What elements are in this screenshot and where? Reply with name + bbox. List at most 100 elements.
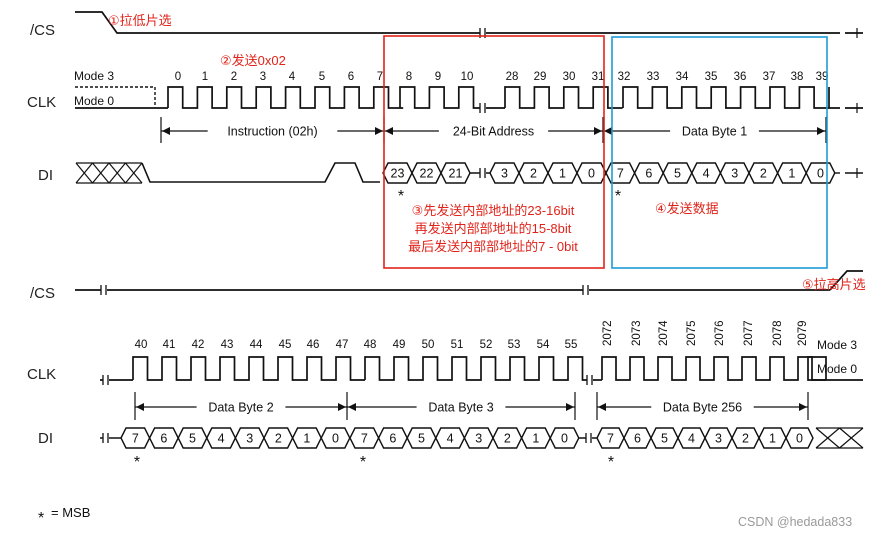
annotation-address-line1: ③先发送内部地址的23-16bit [412, 203, 575, 218]
span-instruction-arrow-left [162, 127, 170, 135]
di-data256-bit-1-text: 6 [634, 432, 641, 446]
clk-top-label-7: 7 [377, 71, 383, 83]
clk-bottom-label-2072: 2072 [602, 320, 614, 346]
clk-bottom-label-2078: 2078 [772, 320, 784, 346]
di-data3-bit-2-text: 5 [418, 432, 425, 446]
cs-bottom-break-1-mask [101, 284, 107, 296]
clk-bottom-label-41: 41 [163, 339, 176, 351]
span-data-byte-3-label: Data Byte 3 [428, 401, 493, 415]
clk-top-label-9: 9 [435, 71, 441, 83]
span-data-byte-256-label: Data Byte 256 [663, 401, 742, 415]
di-data2-bit-5-text: 2 [275, 432, 282, 446]
di-label-top: DI [38, 167, 53, 184]
di-data1-bit-2-text: 5 [674, 167, 681, 181]
clk-top-label-10: 10 [461, 71, 474, 83]
clk-bottom-label-47: 47 [336, 339, 349, 351]
msb-star-data1: * [615, 188, 621, 205]
di-bit-0-text: 0 [588, 167, 595, 181]
span-data-byte-1-label-bg [670, 123, 759, 139]
di-label-bottom: DI [38, 430, 53, 447]
span-instruction-label: Instruction (02h) [227, 125, 317, 139]
clk-top-train-c [504, 86, 623, 109]
di-top-dont-care-2-b [108, 162, 126, 184]
span-data-byte-2-label: Data Byte 2 [208, 401, 273, 415]
di-data256-bit-2-text: 5 [661, 432, 668, 446]
di-top-idle [141, 162, 380, 183]
clk-top-label-31: 31 [592, 71, 605, 83]
cs-label-top: /CS [30, 22, 55, 39]
clk-bottom-label-40: 40 [135, 339, 148, 351]
clk-bottom-label-43: 43 [221, 339, 234, 351]
span-data-byte-2-label-bg [196, 399, 286, 415]
span-address-label-bg [438, 123, 549, 139]
annotation-send-data: ④发送数据 [655, 201, 719, 216]
clk-bottom-label-49: 49 [393, 339, 406, 351]
di-data2-bit-1-text: 6 [160, 432, 167, 446]
cs-bottom-break-2 [582, 284, 589, 296]
cs-bottom-break-1 [100, 284, 107, 296]
di-data3-bit-4-text: 3 [475, 432, 482, 446]
di-data256-bit-3-text: 4 [688, 432, 695, 446]
clk-bottom-label-51: 51 [451, 339, 464, 351]
clk-top-label-32: 32 [618, 71, 631, 83]
di-data2-bit-0-text: 7 [132, 432, 139, 446]
clk-top-label-35: 35 [705, 71, 718, 83]
cs-top-break [479, 27, 486, 39]
di-data256-bit-5-text: 2 [742, 432, 749, 446]
clk-top-label-2: 2 [231, 71, 237, 83]
di-data2-bit-7-text: 0 [332, 432, 339, 446]
clk-bottom-end [807, 356, 863, 381]
di-bit-1-text: 1 [559, 167, 566, 181]
clk-top-end [828, 87, 840, 109]
di-bottom-break-1-mask [586, 432, 592, 444]
clk-bottom-break-0-mask [103, 374, 109, 386]
mode0-label-bottom: Mode 0 [817, 362, 857, 376]
clk-bottom-label-53: 53 [508, 339, 521, 351]
di-bit-2-text: 2 [530, 167, 537, 181]
msb-star-data256: * [608, 454, 614, 471]
annotation-pull-high-cs: ⑤拉高片选 [802, 277, 866, 292]
di-data1-bit-3-text: 4 [703, 167, 710, 181]
di-data1-bit-6-text: 1 [788, 167, 795, 181]
span-instruction-label-bg [207, 123, 338, 139]
di-data3-bit-5-text: 2 [504, 432, 511, 446]
msb-star-data2: * [134, 454, 140, 471]
di-data256-bit-7 [785, 427, 814, 449]
clk-label-bottom: CLK [27, 366, 56, 383]
clk-bottom-break-1-mask [587, 374, 593, 386]
clk-bottom-label-2077: 2077 [743, 320, 755, 346]
clk-top-break [479, 102, 486, 114]
clk-top-train-b [399, 86, 489, 109]
di-top-break [479, 167, 486, 179]
clk-top-label-34: 34 [676, 71, 689, 83]
span-address-label: 24-Bit Address [453, 125, 534, 139]
span-data-byte-256-arrow-left [598, 403, 606, 411]
msb-star-data3: * [360, 454, 366, 471]
clk-bottom-label-54: 54 [537, 339, 550, 351]
msb-legend-star: * [38, 510, 44, 527]
clk-top-label-28: 28 [506, 71, 519, 83]
di-data2-bit-2-text: 5 [189, 432, 196, 446]
clk-top-label-1: 1 [202, 71, 208, 83]
watermark: CSDN @hedada833 [738, 515, 852, 529]
annotation-address-line2: 再发送内部部地址的15-8bit [415, 221, 572, 236]
annotation-address-line3: 最后发送内部部地址的7 - 0bit [408, 239, 578, 254]
span-address-arrow-right [594, 127, 602, 135]
mode3-label-top: Mode 3 [74, 69, 114, 83]
annotation-send-command: ②发送0x02 [220, 53, 286, 68]
di-top-dont-care-3-b [125, 162, 143, 184]
di-data3-bit-7-text: 0 [561, 432, 568, 446]
clk-bottom-label-44: 44 [250, 339, 263, 351]
di-top-break-mask [480, 167, 486, 179]
clk-bottom-label-2079: 2079 [797, 320, 809, 346]
di-bottom-dont-care-1-b [839, 427, 864, 449]
di-data3-bit-0-text: 7 [361, 432, 368, 446]
clk-bottom-train-a [132, 356, 365, 381]
clk-top-label-39: 39 [816, 71, 829, 83]
address-highlight-box [383, 35, 605, 269]
span-data-byte-2-arrow-right [338, 403, 346, 411]
di-data1-bit-1-text: 6 [645, 167, 652, 181]
clk-bottom-label-42: 42 [192, 339, 205, 351]
mode3-label-bottom: Mode 3 [817, 338, 857, 352]
di-data3-bit-6-text: 1 [532, 432, 539, 446]
